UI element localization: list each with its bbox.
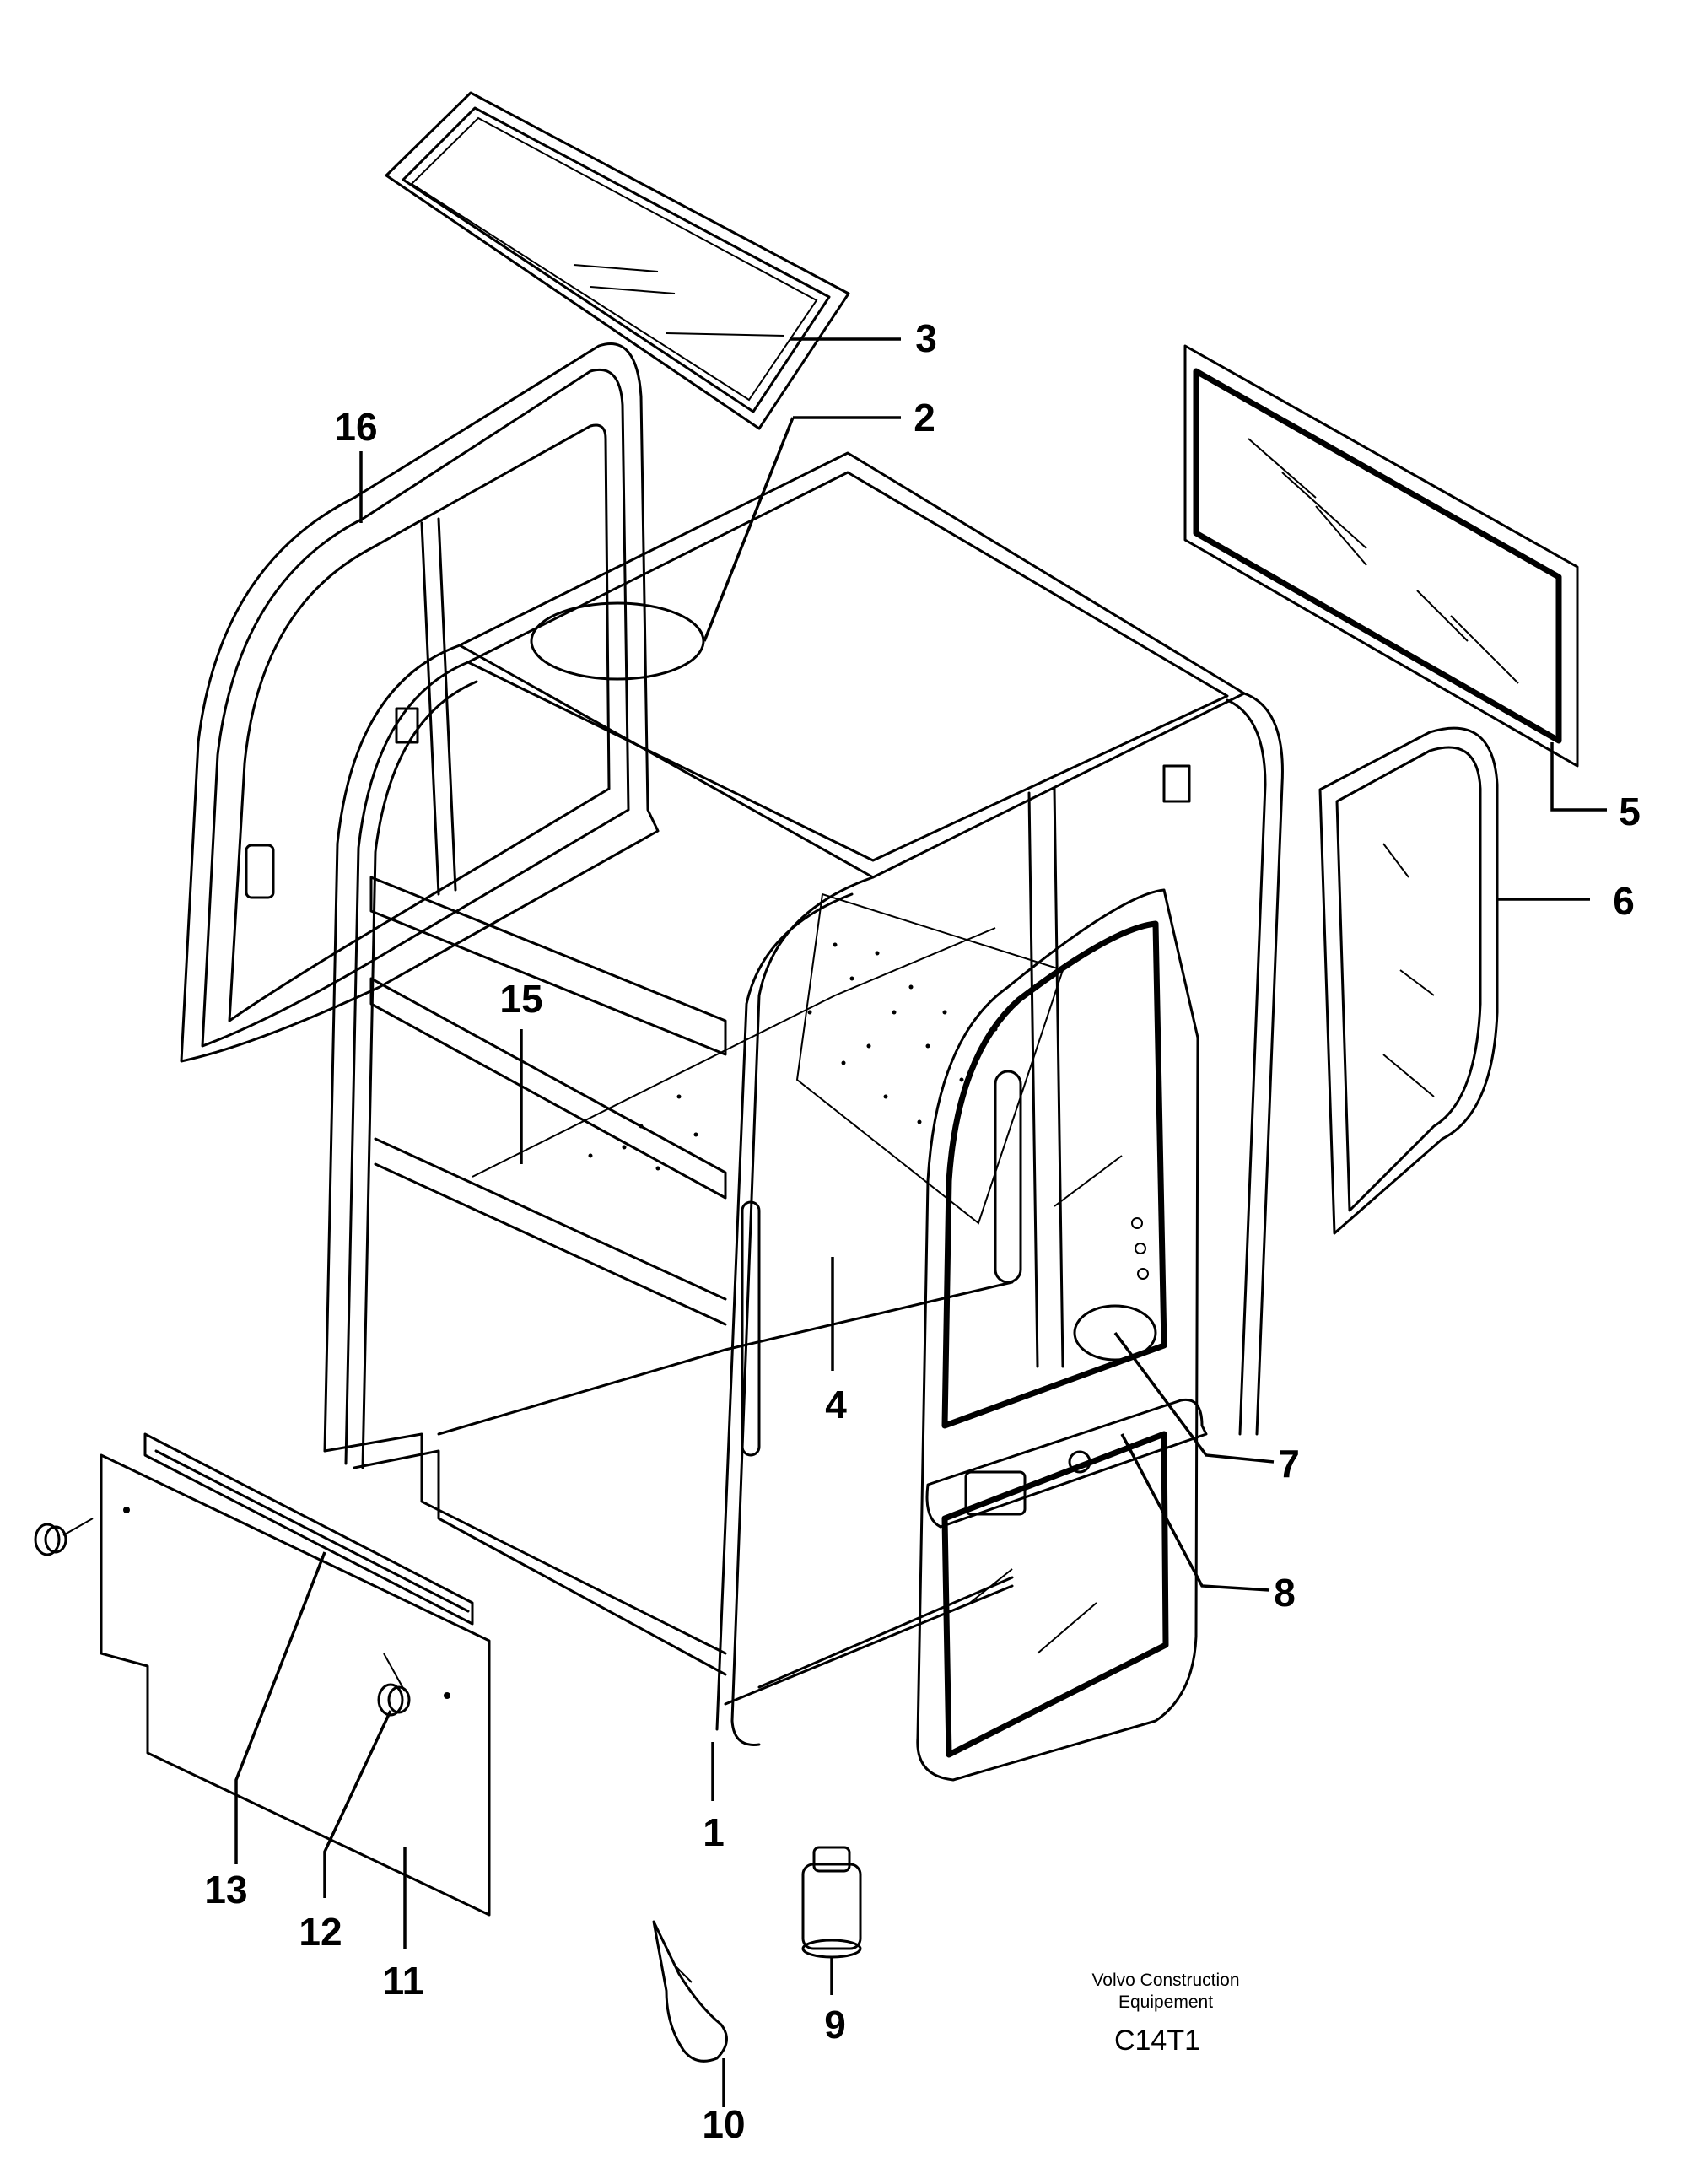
diagram-code: C14T1 [1113,2025,1201,2057]
rear-glass [1183,344,1579,768]
callout-11: 11 [382,1959,424,2003]
callout-15: 15 [499,977,543,1021]
side-fastener [34,1518,94,1556]
roof-glass-panel [385,91,850,430]
callout-7: 7 [1278,1442,1300,1486]
front-lower-panel [100,1432,491,1917]
side-glass [1318,726,1499,1235]
callout-12: 12 [299,1910,342,1954]
callout-leaders [234,337,1607,2107]
callout-5: 5 [1619,790,1641,833]
cylinder-plug [801,1846,862,1959]
credit-line-1: Volvo Construction [1091,1971,1240,1990]
callout-2: 2 [914,396,935,439]
callout-9: 9 [824,2003,846,2046]
callout-1: 1 [703,1810,725,1854]
callout-10: 10 [702,2102,746,2146]
credit-line-2: Equipement [1118,1993,1214,2012]
floor-mat [472,927,996,1178]
callout-16: 16 [334,405,378,449]
rear-trim-panel [795,892,1064,1225]
callout-6: 6 [1613,879,1635,923]
callout-3: 3 [915,316,937,360]
pointed-plug [652,1920,728,2063]
fastener-plug [377,1653,411,1717]
left-window-assembly [180,342,660,1063]
callout-4: 4 [825,1383,847,1426]
roof-hatch-opening [530,601,705,681]
manufacturer-credit: Volvo Construction Equipement [1091,1970,1239,2014]
callout-13: 13 [204,1868,248,1912]
callout-8: 8 [1274,1571,1296,1615]
cab-door [916,888,1208,1782]
cab-frame [323,451,1284,1746]
